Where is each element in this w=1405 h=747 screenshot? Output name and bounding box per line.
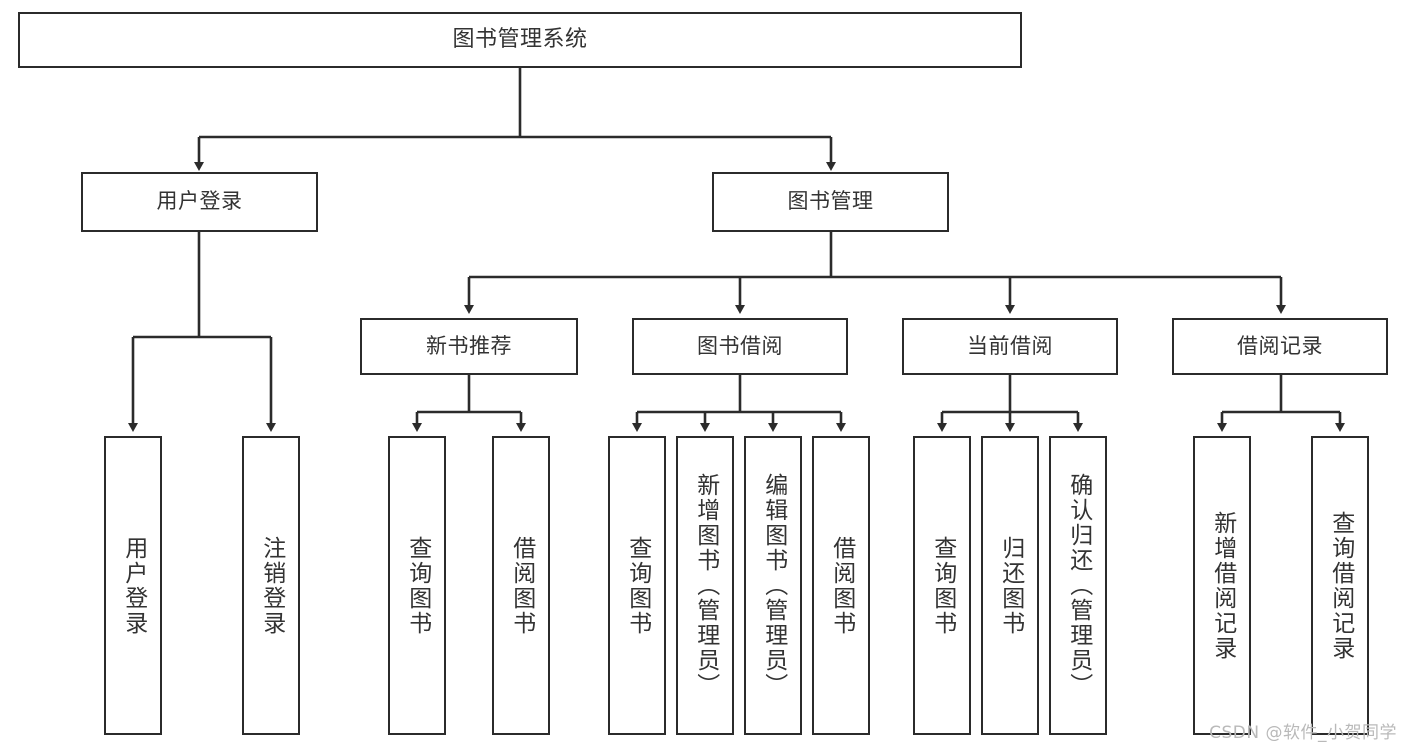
node-current-borrow[interactable]: 当前借阅 — [902, 318, 1118, 375]
node-label: 查询图书 — [404, 535, 431, 636]
leaf-borrow-edit-book-admin[interactable]: 编辑图书（管理员） — [744, 436, 802, 735]
node-user-login[interactable]: 用户登录 — [81, 172, 318, 232]
leaf-user-login-login[interactable]: 用户登录 — [104, 436, 162, 735]
node-label: 新书推荐 — [426, 333, 512, 358]
leaf-new-book-borrow[interactable]: 借阅图书 — [492, 436, 550, 735]
leaf-current-return-book[interactable]: 归还图书 — [981, 436, 1039, 735]
node-label: 借阅记录 — [1237, 333, 1323, 358]
node-borrow-records[interactable]: 借阅记录 — [1172, 318, 1388, 375]
node-label: 图书管理 — [787, 189, 874, 214]
node-root-system[interactable]: 图书管理系统 — [18, 12, 1022, 68]
leaf-borrow-borrow-book[interactable]: 借阅图书 — [812, 436, 870, 735]
node-book-borrow[interactable]: 图书借阅 — [632, 318, 848, 375]
node-label: 借阅图书 — [828, 535, 855, 636]
node-label: 图书管理系统 — [452, 26, 588, 52]
node-label: 确认归还（管理员） — [1065, 473, 1092, 698]
leaf-borrow-add-book-admin[interactable]: 新增图书（管理员） — [676, 436, 734, 735]
node-label: 图书借阅 — [697, 333, 783, 358]
leaf-current-query-book[interactable]: 查询图书 — [913, 436, 971, 735]
watermark: CSDN @软件_小贺同学 — [1209, 723, 1397, 743]
leaf-user-login-logout[interactable]: 注销登录 — [242, 436, 300, 735]
node-label: 借阅图书 — [508, 535, 535, 636]
node-label: 注销登录 — [258, 535, 285, 636]
leaf-records-add-record[interactable]: 新增借阅记录 — [1193, 436, 1251, 735]
leaf-current-confirm-return-admin[interactable]: 确认归还（管理员） — [1049, 436, 1107, 735]
node-label: 当前借阅 — [967, 333, 1053, 358]
node-label: 查询借阅记录 — [1327, 510, 1354, 661]
node-label: 归还图书 — [997, 535, 1024, 636]
node-book-management[interactable]: 图书管理 — [712, 172, 949, 232]
node-new-book-recommend[interactable]: 新书推荐 — [360, 318, 578, 375]
node-label: 用户登录 — [156, 189, 243, 214]
node-label: 新增图书（管理员） — [692, 473, 719, 698]
leaf-new-book-query[interactable]: 查询图书 — [388, 436, 446, 735]
node-label: 编辑图书（管理员） — [760, 473, 787, 698]
node-label: 查询图书 — [624, 535, 651, 636]
node-label: 新增借阅记录 — [1209, 510, 1236, 661]
leaf-borrow-query-book[interactable]: 查询图书 — [608, 436, 666, 735]
leaf-records-query-record[interactable]: 查询借阅记录 — [1311, 436, 1369, 735]
node-label: 用户登录 — [120, 535, 147, 636]
node-label: 查询图书 — [929, 535, 956, 636]
